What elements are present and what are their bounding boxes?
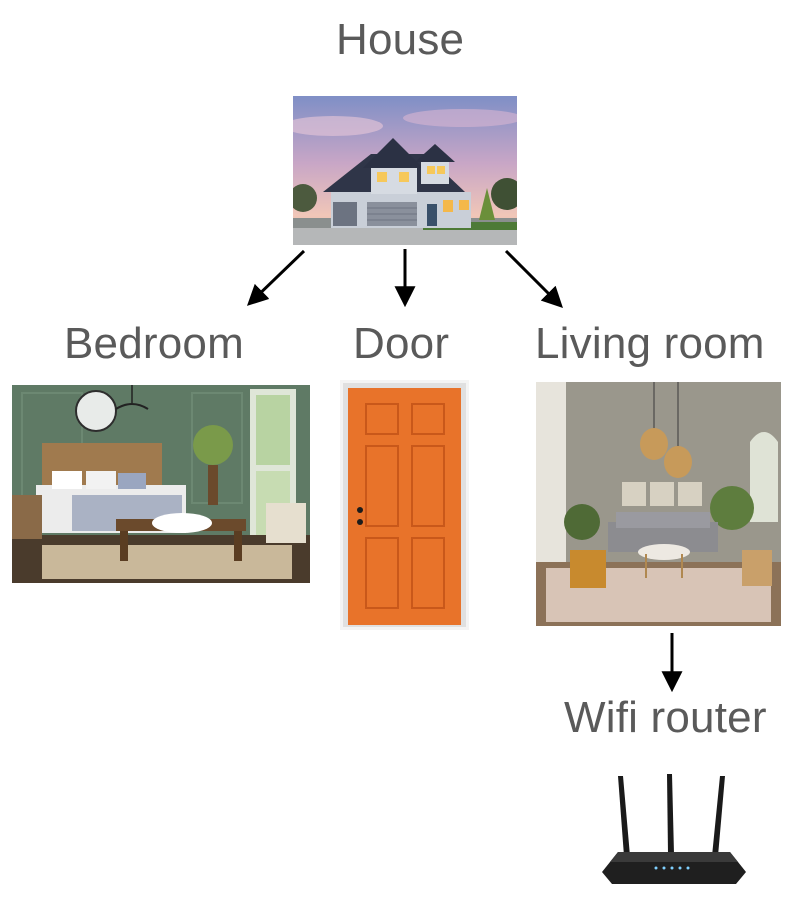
wifi-router-label: Wifi router [564,693,767,742]
living-room-photo [536,382,781,626]
living-room-label: Living room [535,319,765,368]
door-photo [340,380,469,630]
bedroom-label: Bedroom [64,319,244,368]
arrow-house-to-living-room [504,249,563,308]
bedroom-photo [12,385,310,583]
house-photo [293,96,517,245]
door-label: Door [353,319,450,368]
wifi-router-photo [596,772,750,890]
arrow-house-to-bedroom [246,249,306,306]
house-label: House [336,15,465,64]
